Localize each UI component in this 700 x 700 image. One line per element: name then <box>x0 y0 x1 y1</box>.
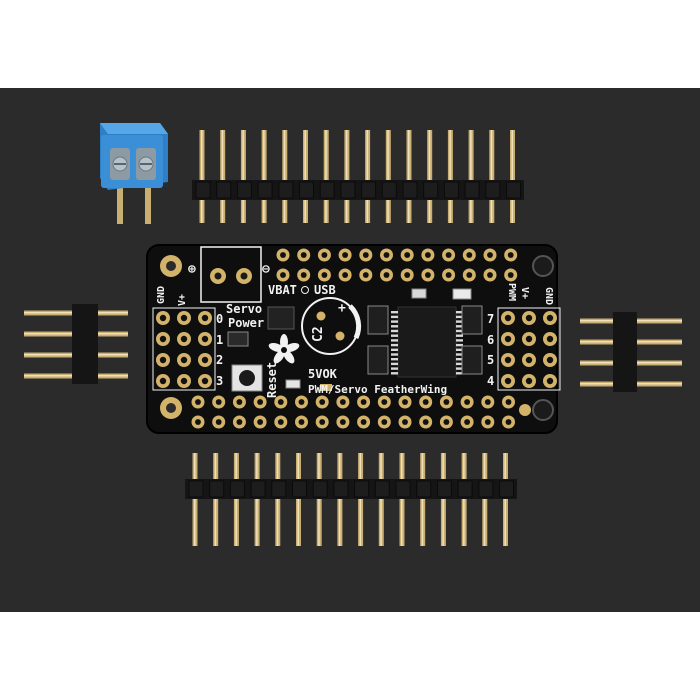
label-reset: Reset <box>265 362 279 398</box>
smd-part <box>227 331 249 347</box>
resistor-pack <box>461 345 483 375</box>
adafruit-logo <box>268 334 300 364</box>
channel-label: 3 <box>216 374 223 388</box>
label-pwm-right: PWM <box>506 283 517 301</box>
label-vplus-right: V+ <box>519 287 530 299</box>
channel-label: 4 <box>487 374 494 388</box>
terminal-outline <box>200 246 262 303</box>
header-body <box>192 180 524 200</box>
header-body <box>72 304 98 384</box>
channel-label: 7 <box>487 312 494 326</box>
pin-header-left <box>24 304 128 384</box>
pwm-chip <box>397 306 457 378</box>
label-servo: Servo <box>226 302 262 316</box>
resistor-pack <box>461 305 483 335</box>
featherwing-board: VBAT USB Servo Power Reset C2 + 5VOK PWM… <box>146 244 561 434</box>
board-title: PWM/Servo FeatherWing <box>308 383 447 396</box>
header-body <box>613 312 637 392</box>
label-plus-circle: ⊕ <box>188 262 196 277</box>
smd-part <box>452 288 472 300</box>
header-pads <box>191 248 518 429</box>
servo-pad-grids <box>152 307 561 391</box>
channel-label: 2 <box>216 353 223 367</box>
channel-label: 5 <box>487 353 494 367</box>
resistor-pack <box>367 345 389 375</box>
label-vplus-left: V+ <box>177 294 188 306</box>
smd-pad <box>320 384 332 391</box>
servo-grid-outline <box>152 307 216 391</box>
header-body <box>185 479 517 499</box>
pin-header-bottom <box>185 453 517 546</box>
label-power: Power <box>228 316 264 330</box>
led <box>411 288 427 299</box>
pin-header-top <box>192 130 524 223</box>
label-gnd-left: GND <box>156 286 167 304</box>
label-vbat: VBAT <box>268 283 297 297</box>
pin-header-right <box>580 312 682 392</box>
label-c2: C2 <box>311 326 326 342</box>
chip-pins <box>391 311 463 375</box>
resistor-pack <box>367 305 389 335</box>
regulator-chip <box>267 306 295 330</box>
channel-label: 0 <box>216 312 223 326</box>
channel-label: 1 <box>216 333 223 347</box>
label-usb: USB <box>314 283 336 297</box>
label-5vok: 5VOK <box>308 367 338 381</box>
led-5vok <box>285 379 301 389</box>
terminal-block <box>100 123 168 224</box>
label-minus-circle: ⊖ <box>262 262 270 277</box>
mounting-hole <box>532 255 554 277</box>
servo-grid-outline <box>497 307 561 391</box>
label-cap-plus: + <box>338 301 346 316</box>
mounting-hole <box>532 399 554 421</box>
test-pad <box>519 404 531 416</box>
label-gnd-right: GND <box>543 287 554 305</box>
channel-label: 6 <box>487 333 494 347</box>
